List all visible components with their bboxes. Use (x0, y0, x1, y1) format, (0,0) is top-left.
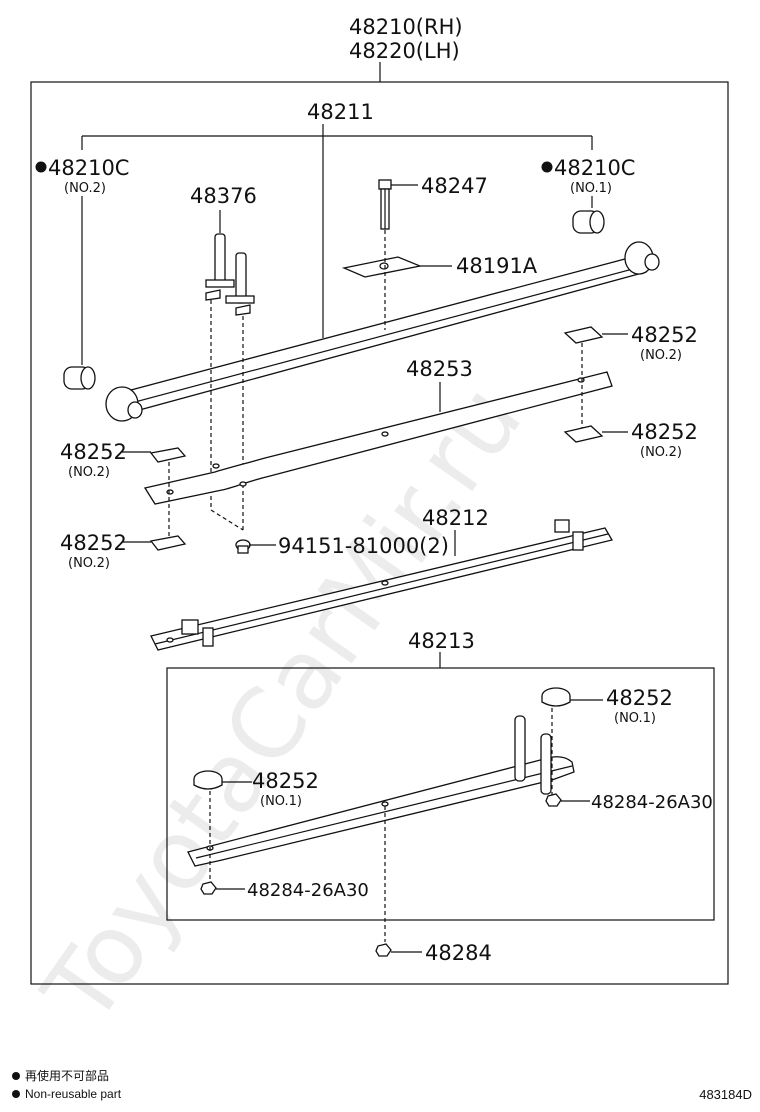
bushing-right-note: (NO.1) (570, 181, 612, 196)
pad-tr2-label: 48252 (631, 420, 698, 444)
assembly-lh-label: 48220(LH) (349, 39, 460, 63)
leaf-no1-label: 48211 (307, 100, 374, 124)
pad-bottom-right (541, 687, 603, 707)
pad-b2-label: 48252 (252, 769, 319, 793)
center-bolt (378, 179, 418, 230)
clip (205, 210, 255, 316)
pad-l1-note: (NO.2) (68, 465, 110, 480)
bushing-left (63, 366, 96, 390)
plate-label: 48191A (456, 254, 538, 278)
leaf-spring-no3 (150, 519, 614, 651)
pad-b2-note: (NO.1) (260, 794, 302, 809)
non-reusable-dot-left (35, 161, 47, 173)
non-reusable-dot-right (541, 161, 553, 173)
nut-l-label: 48284-26A30 (247, 880, 369, 901)
pad-tr1-label: 48252 (631, 323, 698, 347)
pad-left-2 (149, 535, 187, 551)
figure-code: 483184D (699, 1087, 752, 1102)
nut-right (545, 793, 562, 807)
nut-bottom-label: 48284 (425, 941, 492, 965)
leaf-no4-label: 48213 (408, 629, 475, 653)
pad-l1-label: 48252 (60, 440, 127, 464)
pad-l2-note: (NO.2) (68, 556, 110, 571)
pad-b1-note: (NO.1) (614, 711, 656, 726)
legend-dot-2 (12, 1090, 20, 1098)
legend-dot-1 (12, 1072, 20, 1080)
legend: 再使用不可部品 Non-reusable part (12, 1067, 121, 1101)
legend-row-2: Non-reusable part (12, 1087, 121, 1101)
clip-label: 48376 (190, 184, 257, 208)
pad-left-1 (149, 447, 187, 463)
bolt-label: 48247 (421, 174, 488, 198)
pad-tr1-note: (NO.2) (640, 348, 682, 363)
nut-r-label: 48284-26A30 (591, 792, 713, 813)
pad-top-right-1 (563, 326, 604, 344)
pad-top-right-2 (563, 425, 604, 443)
pad-tr2-note: (NO.2) (640, 445, 682, 460)
nut-bottom (375, 943, 392, 957)
bushing-left-note: (NO.2) (64, 181, 106, 196)
leaf-no3-label: 48212 (422, 506, 489, 530)
legend-line2: Non-reusable part (25, 1087, 122, 1101)
bushing-right-label: 48210C (554, 156, 635, 180)
legend-line1: 再使用不可部品 (25, 1069, 110, 1083)
bushing-left-label: 48210C (48, 156, 129, 180)
pad-bottom-left (193, 770, 252, 790)
leaf-spring-no1 (105, 241, 660, 422)
pad-l2-label: 48252 (60, 531, 127, 555)
pad-b1-label: 48252 (606, 686, 673, 710)
nut-small-label: 94151-81000(2) (278, 534, 449, 558)
nut-small (235, 539, 276, 554)
assembly-rh-label: 48210(RH) (349, 15, 463, 39)
leaf-spring-no4 (187, 715, 575, 867)
bushing-right (572, 210, 605, 234)
leaf-no2-label: 48253 (406, 357, 473, 381)
nut-left (200, 881, 217, 895)
legend-row-1: 再使用不可部品 (12, 1067, 121, 1084)
plate (341, 256, 452, 278)
